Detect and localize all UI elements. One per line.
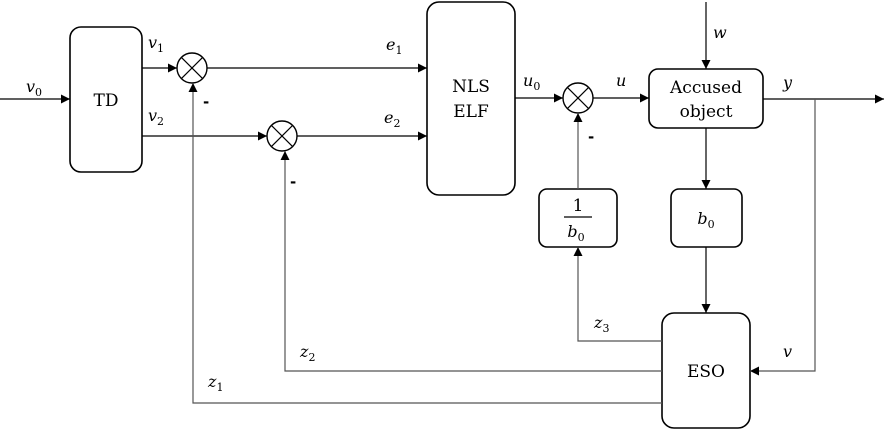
sum-junction-1 <box>176 52 208 84</box>
inv-b0-numerator: 1 <box>573 196 584 216</box>
plant-label-line2: object <box>680 102 733 122</box>
label-u: u <box>616 71 626 90</box>
label-z2: z2 <box>299 342 315 364</box>
minus-sign-sum3: - <box>588 128 594 146</box>
sum-junction-3 <box>562 82 594 114</box>
nlself-label-line2: ELF <box>453 102 489 122</box>
eso-label: ESO <box>687 362 725 382</box>
label-v1: v1 <box>148 33 164 55</box>
label-e2: e2 <box>384 108 400 130</box>
minus-sign-sum2: - <box>290 173 296 191</box>
plant-label-line1: Accused <box>669 78 742 98</box>
label-v0: v0 <box>26 77 42 99</box>
label-y: y <box>782 73 793 92</box>
sum-junction-2 <box>266 120 298 152</box>
label-e1: e1 <box>386 35 402 57</box>
td-label: TD <box>94 91 119 111</box>
z1-feedback-arrow <box>188 83 662 404</box>
b0-label: b0 <box>697 209 714 231</box>
label-z3: z3 <box>593 313 609 335</box>
nlself-label-line1: NLS <box>452 77 490 97</box>
label-u0: u0 <box>523 71 540 93</box>
nlself-block <box>426 1 516 196</box>
label-v2: v2 <box>148 106 164 128</box>
label-z1: z1 <box>207 372 223 394</box>
minus-sign-sum1: - <box>203 93 209 111</box>
inv-b0-denominator: b0 <box>567 222 584 244</box>
y-feedback-to-eso-arrow <box>750 99 816 376</box>
z2-feedback-arrow <box>280 151 662 372</box>
label-w: w <box>713 23 727 42</box>
z3-feedback-arrow <box>573 247 662 342</box>
label-v: v <box>783 342 792 361</box>
